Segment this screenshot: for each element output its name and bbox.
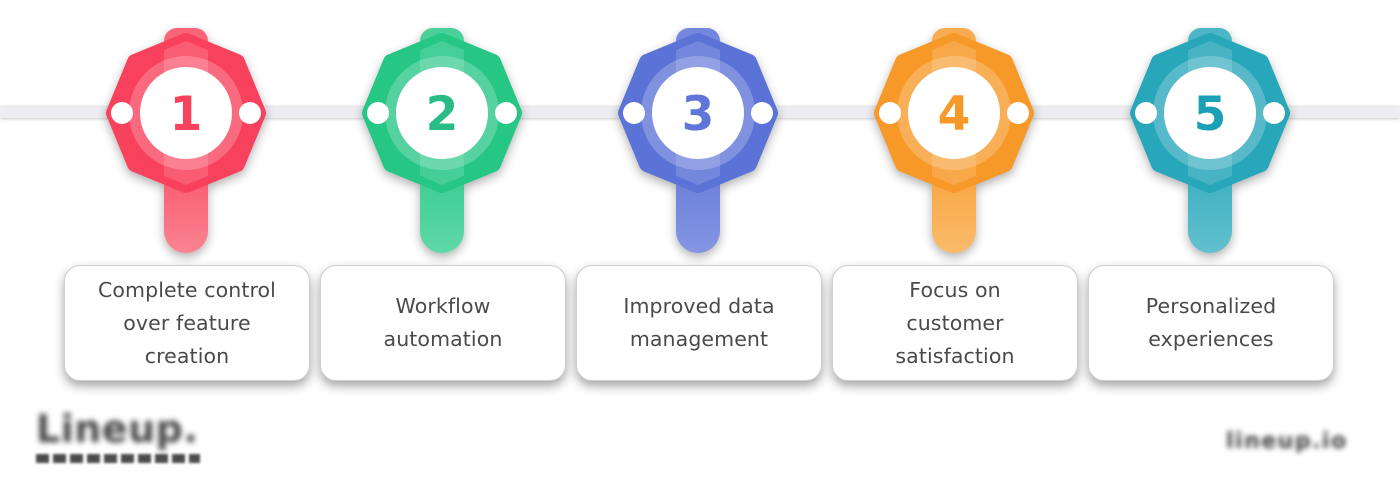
- step-badge-5: 5: [1130, 28, 1290, 253]
- step-number: 5: [1194, 87, 1227, 142]
- watermark-tagline-bar: [36, 454, 200, 463]
- timeline-dot-right: [495, 102, 517, 124]
- badge-number-circle: [140, 67, 232, 159]
- timeline-dot-left: [623, 102, 645, 124]
- badge-number-circle: [652, 67, 744, 159]
- badge-number-circle: [908, 67, 1000, 159]
- step-card-label: Complete control over feature creation: [98, 277, 276, 368]
- step-card-label: Personalized experiences: [1145, 294, 1277, 351]
- step-card-3: Improved data management: [576, 265, 822, 381]
- step-card-5: Personalized experiences: [1088, 265, 1334, 381]
- watermark-logo-left: Lineup.: [36, 407, 200, 463]
- watermark-text-right: lineup.io: [1226, 429, 1348, 454]
- step-card-label: Improved data management: [623, 294, 775, 351]
- watermark-logo-text: Lineup.: [36, 407, 199, 451]
- timeline-dot-right: [239, 102, 261, 124]
- step-number: 3: [682, 87, 715, 142]
- step-card-label: Focus on customer satisfaction: [895, 277, 1015, 368]
- timeline-dot-left: [879, 102, 901, 124]
- badge-number-circle: [396, 67, 488, 159]
- timeline-dot-right: [1263, 102, 1285, 124]
- step-number: 1: [170, 87, 203, 142]
- step-badge-2: 2: [362, 28, 522, 253]
- step-badge-3: 3: [618, 28, 778, 253]
- step-card-2: Workflow automation: [320, 265, 566, 381]
- step-card-label: Workflow automation: [383, 294, 503, 351]
- step-number: 4: [938, 87, 971, 142]
- step-card-1: Complete control over feature creation: [64, 265, 310, 381]
- step-card-4: Focus on customer satisfaction: [832, 265, 1078, 381]
- badge-number-circle: [1164, 67, 1256, 159]
- timeline-dot-right: [751, 102, 773, 124]
- step-badge-1: 1: [106, 28, 266, 253]
- timeline-dot-left: [1135, 102, 1157, 124]
- timeline-dot-left: [367, 102, 389, 124]
- timeline-dot-right: [1007, 102, 1029, 124]
- timeline-dot-left: [111, 102, 133, 124]
- step-badge-4: 4: [874, 28, 1034, 253]
- step-number: 2: [426, 87, 459, 142]
